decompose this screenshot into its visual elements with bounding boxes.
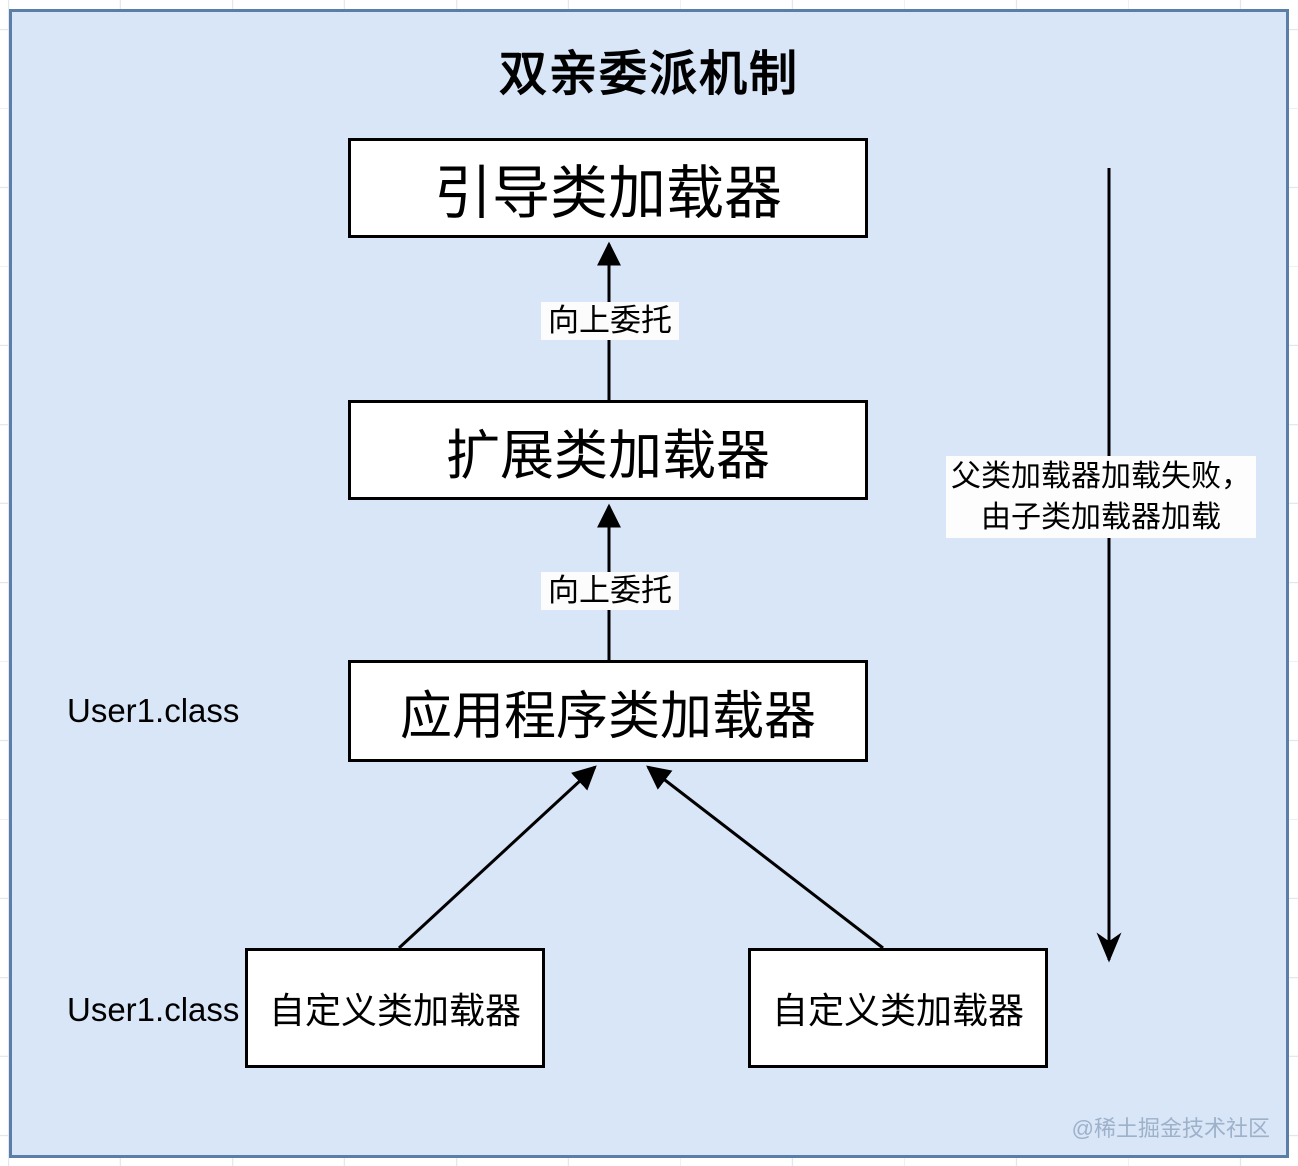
node-application-label: 应用程序类加载器 <box>399 687 816 746</box>
fallback-annotation: 父类加载器加载失败， 由子类加载器加载 <box>946 456 1256 538</box>
annotation-user1-class-application: User1.class <box>67 692 240 729</box>
node-extension-classloader: 扩展类加载器 <box>348 400 868 500</box>
node-custom-classloader-right: 自定义类加载器 <box>748 948 1048 1068</box>
fallback-annotation-line1: 父类加载器加载失败， <box>951 460 1251 493</box>
annotation-user1-class-custom: User1.class <box>67 991 240 1028</box>
node-bootstrap-label: 引导类加载器 <box>433 161 782 226</box>
node-application-classloader: 应用程序类加载器 <box>348 660 868 762</box>
node-extension-label: 扩展类加载器 <box>446 425 770 486</box>
edge-label-delegate-up-2: 向上委托 <box>541 572 679 610</box>
node-custom-left-label: 自定义类加载器 <box>268 990 521 1031</box>
node-custom-classloader-left: 自定义类加载器 <box>245 948 545 1068</box>
watermark-text: @稀土掘金技术社区 <box>1071 1116 1270 1141</box>
diagram-title: 双亲委派机制 <box>498 48 799 101</box>
edge-label-delegate-up-1: 向上委托 <box>541 302 679 340</box>
node-bootstrap-classloader: 引导类加载器 <box>348 138 868 238</box>
node-custom-right-label: 自定义类加载器 <box>771 990 1024 1031</box>
fallback-annotation-line2: 由子类加载器加载 <box>981 501 1221 534</box>
